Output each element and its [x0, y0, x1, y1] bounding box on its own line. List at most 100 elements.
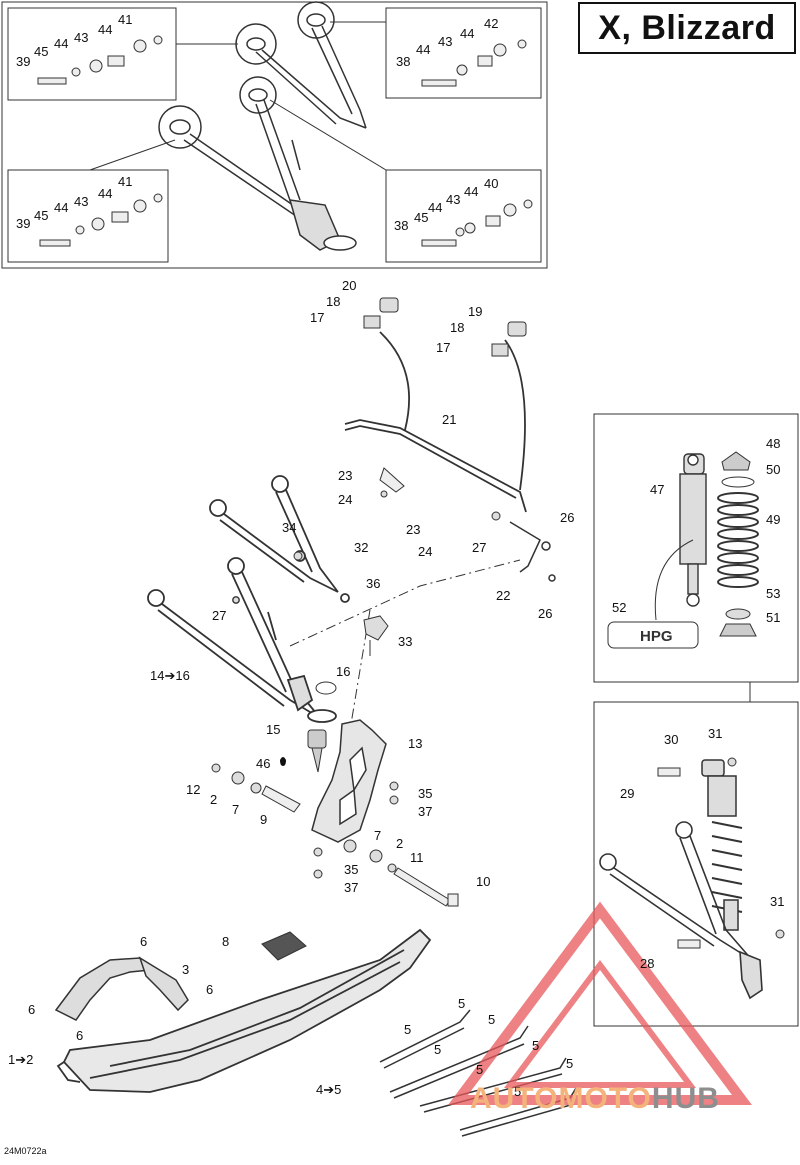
label-27: 27	[472, 540, 486, 555]
label-44: 44	[54, 36, 68, 51]
label-5: 5	[532, 1038, 539, 1053]
label-23: 23	[406, 522, 420, 537]
label-44: 44	[54, 200, 68, 215]
label-44: 44	[98, 186, 112, 201]
shock-logo	[607, 621, 699, 649]
label-29: 29	[620, 786, 634, 801]
label-24: 24	[418, 544, 432, 559]
link-rod	[509, 521, 556, 582]
label-26: 26	[560, 510, 574, 525]
label-13: 13	[408, 736, 422, 751]
spring-49	[717, 492, 759, 588]
ski	[56, 928, 432, 1093]
watermark-part-b: HUB	[651, 1082, 720, 1115]
label-43: 43	[446, 192, 460, 207]
ball-joint-15	[307, 729, 327, 773]
label-19: 19	[468, 304, 482, 319]
label-37: 37	[344, 880, 358, 895]
label-46: 46	[256, 756, 270, 771]
label-5: 5	[434, 1042, 441, 1057]
lower-a-arm	[147, 557, 337, 723]
label-35: 35	[418, 786, 432, 801]
nut-31b	[775, 929, 785, 939]
label-22: 22	[496, 588, 510, 603]
nut-31	[727, 757, 737, 767]
label-26: 26	[538, 606, 552, 621]
label-32: 32	[354, 540, 368, 555]
label-37: 37	[418, 804, 432, 819]
bushing-inset-bottom-right	[385, 169, 542, 263]
label-49: 49	[766, 512, 780, 527]
label-53: 53	[766, 586, 780, 601]
label-17: 17	[310, 310, 324, 325]
upper-a-arm-detail	[235, 1, 367, 129]
label-31: 31	[770, 894, 784, 909]
label-48: 48	[766, 436, 780, 451]
label-44: 44	[428, 200, 442, 215]
bumper-48	[721, 451, 751, 471]
arm-detail-frame	[1, 1, 548, 269]
bushing-stack-tl	[37, 35, 163, 85]
label-44: 44	[460, 26, 474, 41]
bushing-inset-bottom-left	[7, 169, 169, 263]
label-27: 27	[212, 608, 226, 623]
grease-icon	[280, 757, 286, 766]
label-51: 51	[766, 610, 780, 625]
label-45: 45	[34, 208, 48, 223]
label-6: 6	[206, 982, 213, 997]
label-23: 23	[338, 468, 352, 483]
label-7: 7	[232, 802, 239, 817]
lower-arm-assembly	[599, 821, 763, 1000]
label-31: 31	[708, 726, 722, 741]
label-4-5: 4➔5	[316, 1082, 341, 1097]
leader-line	[89, 139, 176, 171]
label-43: 43	[74, 30, 88, 45]
label-6: 6	[28, 1002, 35, 1017]
washer-50	[721, 476, 755, 488]
bracket-23	[379, 467, 405, 493]
bushing-stack-tr	[421, 39, 527, 87]
label-45: 45	[414, 210, 428, 225]
upper-a-arm	[209, 475, 350, 603]
label-47: 47	[650, 482, 664, 497]
label-40: 40	[484, 176, 498, 191]
label-18: 18	[326, 294, 340, 309]
label-43: 43	[438, 34, 452, 49]
label-15: 15	[266, 722, 280, 737]
label-33: 33	[398, 634, 412, 649]
label-6: 6	[76, 1028, 83, 1043]
bushing-stack-br	[421, 199, 533, 247]
sway-bar	[344, 331, 527, 513]
label-7: 7	[374, 828, 381, 843]
label-44: 44	[464, 184, 478, 199]
label-5: 5	[514, 1084, 521, 1099]
label-30: 30	[664, 732, 678, 747]
shock-assembly	[701, 759, 743, 931]
label-44: 44	[416, 42, 430, 57]
label-9: 9	[260, 812, 267, 827]
label-5: 5	[458, 996, 465, 1011]
label-45: 45	[34, 44, 48, 59]
ball-joint-33	[363, 615, 389, 656]
spindle-13	[311, 719, 387, 843]
label-5: 5	[488, 1012, 495, 1027]
watermark-text: AUTOMOTOHUB	[470, 1082, 720, 1116]
fasteners	[211, 490, 501, 879]
label-41: 41	[118, 174, 132, 189]
label-17: 17	[436, 340, 450, 355]
label-5: 5	[566, 1056, 573, 1071]
shock-assembly-frame	[593, 701, 799, 1027]
label-38: 38	[396, 54, 410, 69]
label-5: 5	[476, 1062, 483, 1077]
clip-16	[315, 681, 337, 695]
bushing-inset-top-left	[7, 7, 177, 101]
label-20: 20	[342, 278, 356, 293]
page-title: X, Blizzard	[598, 8, 776, 47]
label-10: 10	[476, 874, 490, 889]
ski-handle	[54, 956, 189, 1021]
label-5: 5	[404, 1022, 411, 1037]
label-44: 44	[98, 22, 112, 37]
label-39: 39	[16, 54, 30, 69]
